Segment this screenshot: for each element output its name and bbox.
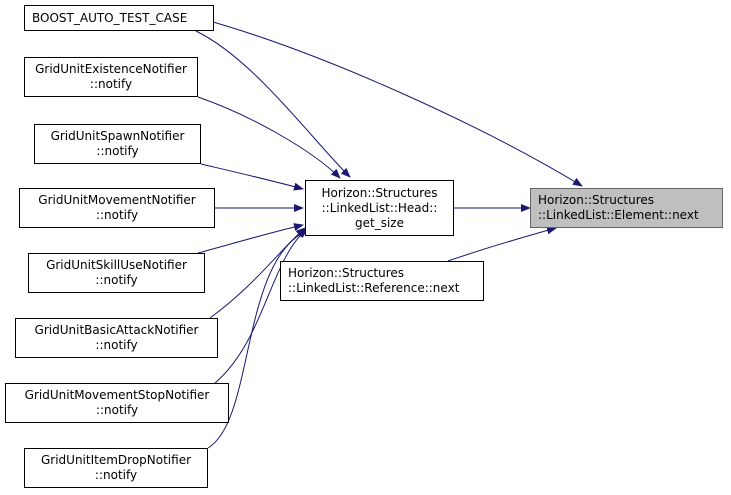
node-label-line1: Horizon::Structures: [321, 185, 438, 200]
node-linked-list-reference-next[interactable]: Horizon::Structures ::LinkedList::Refere…: [280, 261, 484, 301]
edge-itemdrop-to-head: [207, 229, 309, 449]
node-linked-list-element-next: Horizon::Structures ::LinkedList::Elemen…: [530, 188, 723, 228]
node-label-line1: GridUnitSkillUseNotifier: [46, 258, 187, 272]
node-label-line1: GridUnitMovementNotifier: [38, 193, 196, 207]
node-label-line2: ::notify: [95, 338, 138, 352]
node-label-line1: Horizon::Structures: [538, 193, 655, 207]
node-linked-list-head-get-size[interactable]: Horizon::Structures ::LinkedList::Head::…: [305, 180, 454, 236]
node-grid-unit-basic-attack-notifier[interactable]: GridUnitBasicAttackNotifier ::notify: [15, 318, 218, 358]
edge-reference-to-element: [447, 226, 557, 262]
edge-boost-to-element: [205, 19, 583, 187]
node-label-line1: GridUnitExistenceNotifier: [35, 62, 187, 76]
node-label-line2: ::notify: [95, 403, 139, 417]
node-label: BOOST_AUTO_TEST_CASE: [32, 10, 188, 25]
node-grid-unit-movement-stop-notifier[interactable]: GridUnitMovementStopNotifier ::notify: [5, 383, 229, 423]
node-boost-auto-test-case[interactable]: BOOST_AUTO_TEST_CASE: [24, 5, 214, 31]
node-grid-unit-spawn-notifier[interactable]: GridUnitSpawnNotifier ::notify: [34, 124, 201, 164]
node-label-line1: GridUnitMovementStopNotifier: [24, 388, 210, 402]
edge-existence-to-head: [197, 96, 341, 179]
node-grid-unit-existence-notifier[interactable]: GridUnitExistenceNotifier ::notify: [24, 57, 198, 97]
node-label-line2: ::notify: [89, 77, 133, 91]
node-label-line3: get_size: [355, 215, 404, 230]
edge-spawn-to-head: [200, 163, 304, 191]
node-label-line2: ::LinkedList::Reference::next: [288, 281, 460, 295]
node-label-line1: GridUnitItemDropNotifier: [40, 453, 192, 467]
node-label-line1: Horizon::Structures: [288, 266, 405, 280]
edge-boost-to-head: [195, 30, 351, 178]
node-grid-unit-movement-notifier[interactable]: GridUnitMovementNotifier ::notify: [19, 188, 215, 228]
node-grid-unit-skill-use-notifier[interactable]: GridUnitSkillUseNotifier ::notify: [28, 253, 205, 293]
node-label-line2: ::notify: [94, 468, 138, 482]
node-label-line2: ::notify: [95, 208, 139, 222]
node-label-line2: ::notify: [96, 144, 139, 158]
edge-skilluse-to-head: [197, 223, 304, 254]
node-label-line2: ::LinkedList::Element::next: [538, 208, 699, 222]
node-grid-unit-item-drop-notifier[interactable]: GridUnitItemDropNotifier ::notify: [24, 448, 208, 488]
node-label-line2: ::LinkedList::Head::: [321, 200, 438, 215]
edge-movementstop-to-head: [214, 228, 308, 384]
node-label-line1: GridUnitBasicAttackNotifier: [34, 323, 199, 337]
edge-basicattack-to-head: [209, 227, 306, 319]
node-label-line2: ::notify: [95, 273, 138, 287]
node-label-line1: GridUnitSpawnNotifier: [50, 129, 185, 143]
